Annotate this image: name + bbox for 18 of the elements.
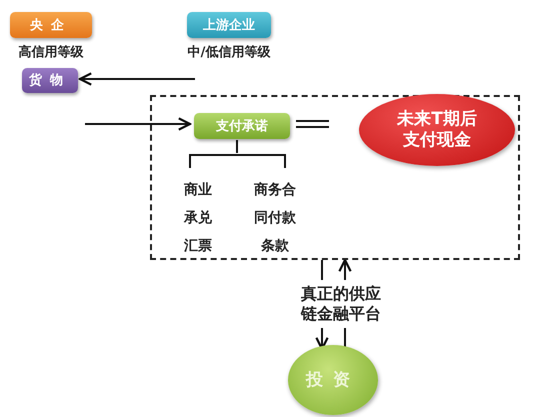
note-text: 商务合同付款条款 [254, 180, 296, 256]
arrow [85, 117, 192, 131]
connector-line [295, 120, 330, 128]
caption-text: 高信用等级 [18, 44, 84, 61]
label-box: 上游企业 [187, 12, 271, 38]
investment-circle: 投资 [288, 345, 378, 415]
caption-text: 中/低信用等级 [186, 44, 272, 61]
connector-line [321, 260, 323, 280]
connector-line [344, 328, 346, 349]
label-box: 央企 [10, 12, 92, 38]
arrow [338, 258, 352, 280]
label-box: 货物 [22, 68, 78, 93]
platform-text: 真正的供应链金融平台 [272, 280, 410, 328]
dashed-boundary-box [150, 95, 520, 260]
arrow [78, 72, 195, 86]
result-ellipse: 未来T期后支付现金 [359, 94, 515, 166]
note-text: 商业承兑汇票 [184, 180, 212, 256]
process-box: 支付承诺 [194, 113, 290, 139]
